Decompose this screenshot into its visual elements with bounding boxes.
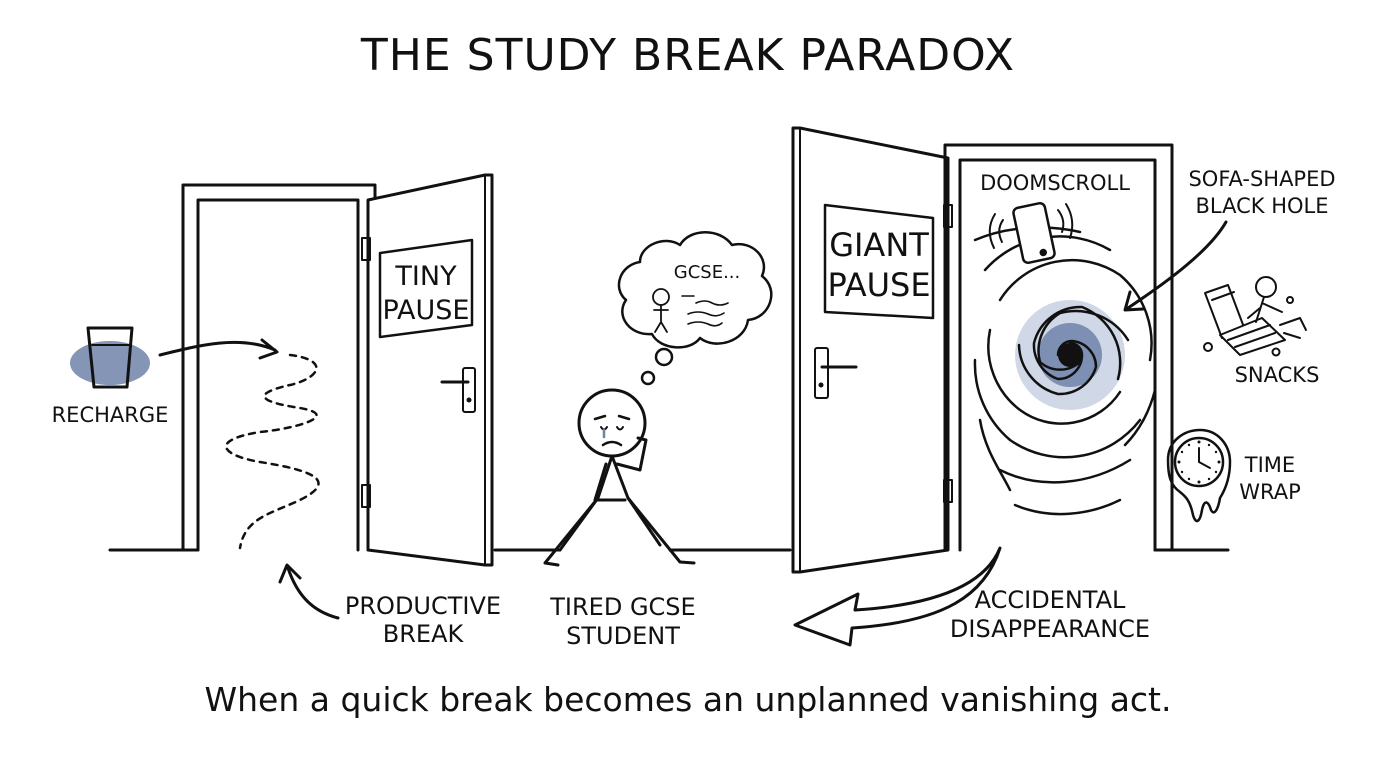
water-glass-icon xyxy=(70,326,150,389)
right-door-frame xyxy=(943,143,1174,552)
accidental-disappearance-arrow xyxy=(793,546,1002,647)
black-hole-label-line-1: SOFA-SHAPED xyxy=(1188,167,1335,191)
tiny-pause-door xyxy=(361,173,494,567)
time-wrap-label-line-2: WRAP xyxy=(1239,480,1301,504)
page-title: THE STUDY BREAK PARADOX xyxy=(360,30,1016,81)
student-label-line-2: STUDENT xyxy=(566,622,680,650)
student-label-line-1: TIRED GCSE xyxy=(549,593,695,621)
giant-pause-sign-line-2: PAUSE xyxy=(827,266,930,304)
giant-pause-door xyxy=(791,126,953,574)
recharge-label: RECHARGE xyxy=(52,403,169,427)
accidental-label-line-1: ACCIDENTAL xyxy=(975,586,1126,614)
accidental-label-line-2: DISAPPEARANCE xyxy=(950,615,1150,643)
giant-pause-sign-line-1: GIANT xyxy=(829,226,929,264)
melting-clock-icon xyxy=(1166,428,1232,523)
thought-figure-icon xyxy=(652,288,670,333)
thought-bubble xyxy=(617,231,773,386)
productive-path xyxy=(224,353,320,550)
tiny-pause-sign-line-2: PAUSE xyxy=(383,295,470,326)
productive-break-arrow xyxy=(278,563,340,620)
phone-icon xyxy=(988,201,1074,265)
snacks-label: SNACKS xyxy=(1235,363,1320,387)
productive-break-label-line-1: PRODUCTIVE xyxy=(345,592,501,620)
productive-break-label-line-2: BREAK xyxy=(383,620,465,648)
left-door-frame xyxy=(181,183,377,552)
snacks-icon xyxy=(1203,276,1307,357)
tiny-pause-sign-line-1: TINY xyxy=(394,261,457,292)
time-wrap-label-line-1: TIME xyxy=(1244,453,1295,477)
recharge-arrow xyxy=(158,338,279,360)
caption: When a quick break becomes an unplanned … xyxy=(204,680,1172,719)
black-hole-arrow xyxy=(1123,220,1228,312)
scribble-notes-icon xyxy=(681,295,729,327)
doomscroll-label: DOOMSCROLL xyxy=(980,171,1130,195)
thought-bubble-text: GCSE... xyxy=(674,262,740,283)
tired-student xyxy=(543,388,696,567)
black-hole-swirl xyxy=(973,226,1157,516)
black-hole-label-line-2: BLACK HOLE xyxy=(1196,194,1329,218)
